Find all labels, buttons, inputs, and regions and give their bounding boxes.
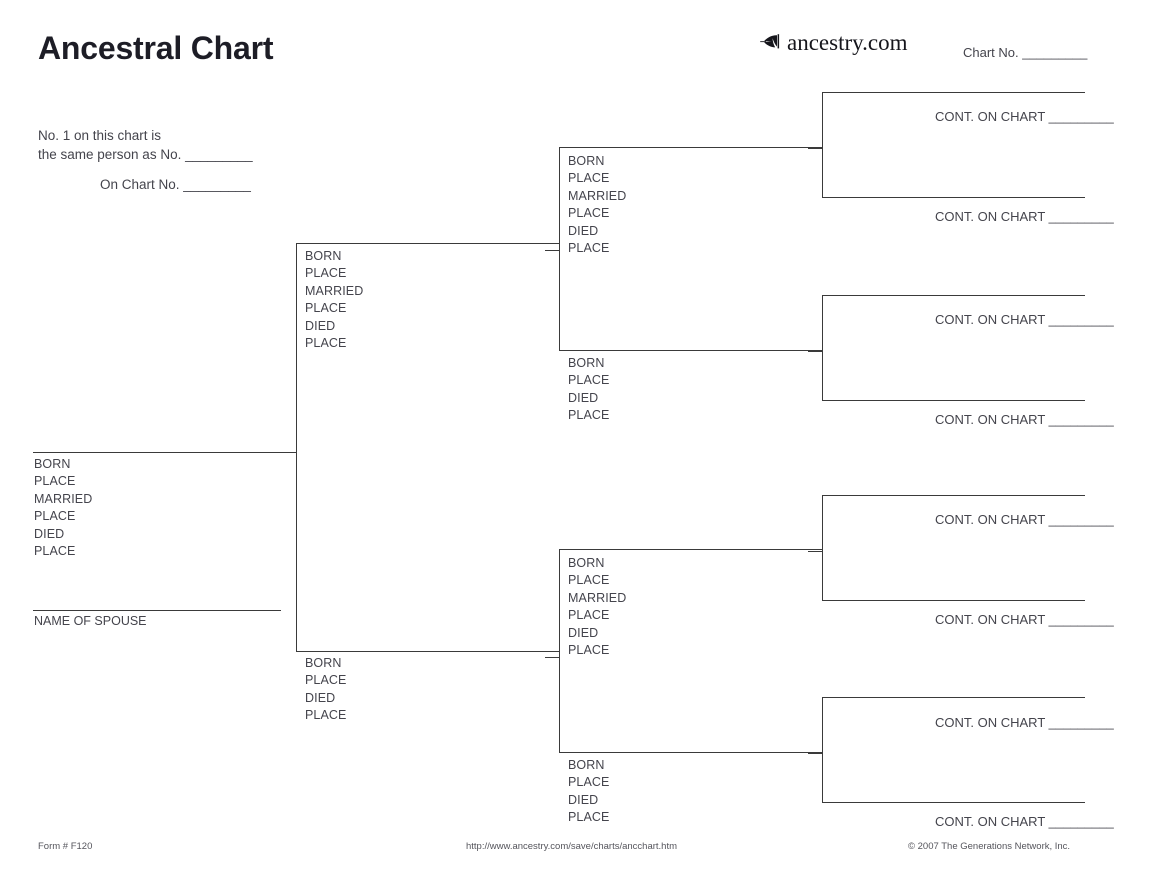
field-died: DIED [568,792,599,807]
gen4-slot3-top-rule [822,295,1085,296]
field-born: BORN [34,457,71,471]
field-died: DIED [305,318,336,333]
field-married: MARRIED [568,188,627,203]
field-died: DIED [568,223,599,238]
field-place: PLACE [568,643,610,658]
footer-url[interactable]: http://www.ancestry.com/save/charts/ancc… [466,841,678,852]
connector-gen2father-to-gen3 [545,250,560,251]
field-place: PLACE [568,373,610,388]
field-place: PLACE [305,301,347,316]
same-person-line-2[interactable]: the same person as No. _________ [38,147,253,162]
leaf-icon [758,30,784,56]
connector-gen3box3-to-gen4 [808,551,823,552]
field-born: BORN [568,556,605,570]
gen4-slot1-top-rule [822,92,1085,93]
field-place: PLACE [568,171,610,186]
footer-copyright: © 2007 The Generations Network, Inc. [908,841,1071,852]
gen4-slot4-cont-on-chart[interactable]: CONT. ON CHART _________ [935,412,1114,427]
gen4-slot3-cont-on-chart[interactable]: CONT. ON CHART _________ [935,312,1114,327]
gen3-box1-fields: BORN PLACE MARRIED PLACE DIED PLACE [568,153,626,257]
footer-form-number: Form # F120 [38,841,93,852]
page-title: Ancestral Chart [38,30,274,66]
field-place: PLACE [34,474,76,489]
gen4-slot7-top-rule [822,697,1085,698]
field-place: PLACE [34,544,76,559]
field-place: PLACE [568,775,610,790]
field-place: PLACE [568,206,610,221]
gen4-bracket-spine-3 [822,495,823,600]
connector-gen3box2-to-gen4 [808,351,823,352]
gen4-slot7-cont-on-chart[interactable]: CONT. ON CHART _________ [935,715,1114,730]
field-place: PLACE [305,336,347,351]
field-died: DIED [305,690,336,705]
same-person-note: No. 1 on this chart is the same person a… [38,126,253,164]
person-1-spouse-rule [33,610,281,611]
gen4-slot6-top-rule [822,600,1085,601]
gen4-bracket-spine-1 [822,92,823,197]
field-place: PLACE [568,241,610,256]
on-chart-no-field[interactable]: On Chart No. _________ [100,177,251,192]
field-place: PLACE [305,266,347,281]
gen4-slot1-cont-on-chart[interactable]: CONT. ON CHART _________ [935,109,1114,124]
field-born: BORN [568,154,605,168]
connector-gen3box1-to-gen4 [808,148,823,149]
chart-no-field[interactable]: Chart No. _________ [963,45,1088,60]
gen3-box3-fields: BORN PLACE MARRIED PLACE DIED PLACE [568,555,626,659]
gen4-slot5-cont-on-chart[interactable]: CONT. ON CHART _________ [935,512,1114,527]
field-married: MARRIED [568,590,627,605]
gen3-box3-top-rule [559,549,822,550]
gen2-bracket-spine [296,243,297,651]
brand-name: ancestry.com [787,30,908,55]
field-married: MARRIED [34,491,93,506]
field-place: PLACE [568,408,610,423]
person-1-top-rule [33,452,297,453]
field-place: PLACE [568,573,610,588]
field-place: PLACE [568,810,610,825]
gen3-box2-top-rule [559,350,822,351]
gen3-box1-top-rule [559,147,822,148]
gen3-lower-bracket-spine [559,549,560,752]
person-1-fields: BORN PLACE MARRIED PLACE DIED PLACE [34,456,92,560]
gen4-slot4-top-rule [822,400,1085,401]
field-place: PLACE [568,608,610,623]
connector-gen2mother-to-gen3 [545,657,560,658]
gen4-slot2-cont-on-chart[interactable]: CONT. ON CHART _________ [935,209,1114,224]
field-born: BORN [305,656,342,670]
ancestry-logo: ancestry.com [758,30,907,56]
field-place: PLACE [305,708,347,723]
field-born: BORN [305,249,342,263]
gen2-mother-fields: BORN PLACE DIED PLACE [305,655,347,725]
field-died: DIED [568,390,599,405]
gen2-father-fields: BORN PLACE MARRIED PLACE DIED PLACE [305,248,363,352]
gen4-slot8-cont-on-chart[interactable]: CONT. ON CHART _________ [935,814,1114,829]
gen3-upper-bracket-spine [559,147,560,350]
gen3-box4-top-rule [559,752,822,753]
gen2-father-top-rule [296,243,560,244]
field-died: DIED [34,526,65,541]
gen4-slot2-top-rule [822,197,1085,198]
field-married: MARRIED [305,283,364,298]
gen3-box2-fields: BORN PLACE DIED PLACE [568,355,610,425]
connector-person1-to-gen2 [272,452,297,453]
name-of-spouse-label: NAME OF SPOUSE [34,614,147,628]
field-place: PLACE [34,509,76,524]
gen4-slot8-top-rule [822,802,1085,803]
field-born: BORN [568,356,605,370]
field-died: DIED [568,625,599,640]
field-born: BORN [568,758,605,772]
gen4-slot6-cont-on-chart[interactable]: CONT. ON CHART _________ [935,612,1114,627]
same-person-line-1: No. 1 on this chart is [38,128,162,143]
gen4-slot5-top-rule [822,495,1085,496]
field-place: PLACE [305,673,347,688]
gen2-mother-top-rule [296,651,560,652]
gen4-bracket-spine-2 [822,295,823,400]
gen3-box4-fields: BORN PLACE DIED PLACE [568,757,610,827]
connector-gen3box4-to-gen4 [808,753,823,754]
gen4-bracket-spine-4 [822,697,823,802]
